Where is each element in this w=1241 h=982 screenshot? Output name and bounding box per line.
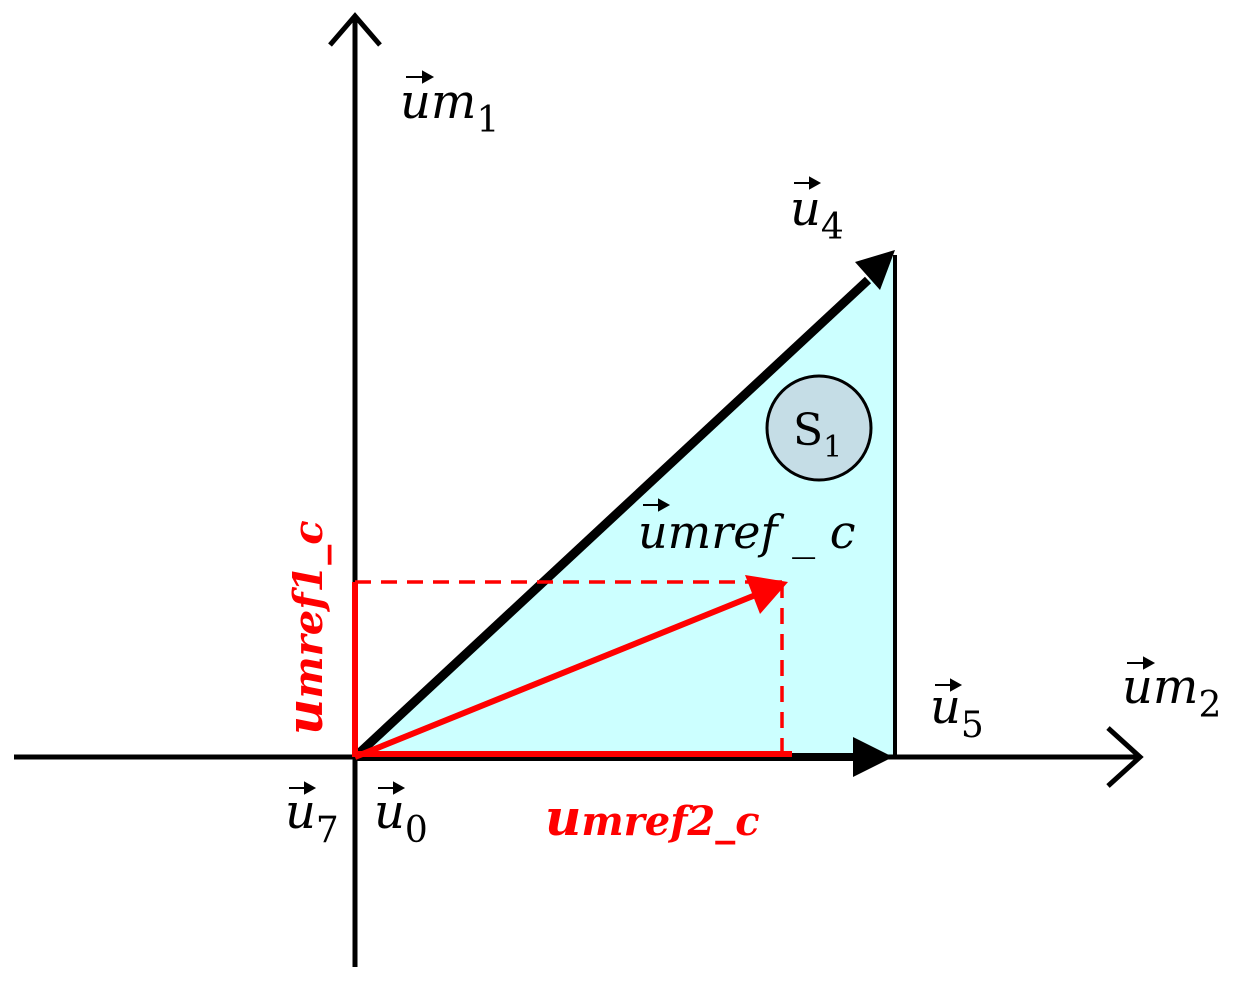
vector-umref bbox=[353, 591, 760, 760]
horizontal-axis-arrowhead bbox=[1106, 726, 1144, 788]
vector-umref-arrowhead bbox=[745, 575, 788, 614]
label-umref-c: umref _ c bbox=[638, 505, 856, 559]
sector-badge-label: S1 bbox=[793, 405, 842, 465]
label-u4: u4 bbox=[790, 181, 844, 248]
label-vector-marks bbox=[289, 70, 1156, 795]
label-umref1-c: umref1_c bbox=[275, 520, 334, 735]
vector-u5-arrowhead bbox=[853, 737, 893, 777]
label-u7: u7 bbox=[285, 784, 339, 851]
label-u5: u5 bbox=[930, 679, 984, 746]
vertical-axis-arrowhead bbox=[328, 12, 382, 47]
label-um2: um2 bbox=[1122, 659, 1221, 726]
label-u0: u0 bbox=[374, 784, 428, 851]
vector-u4-arrowhead bbox=[855, 250, 895, 290]
label-um1: um1 bbox=[400, 74, 499, 141]
vector-u4 bbox=[351, 276, 872, 761]
sector-badge bbox=[765, 374, 873, 482]
label-umref2-c: umref2_c bbox=[545, 788, 760, 847]
